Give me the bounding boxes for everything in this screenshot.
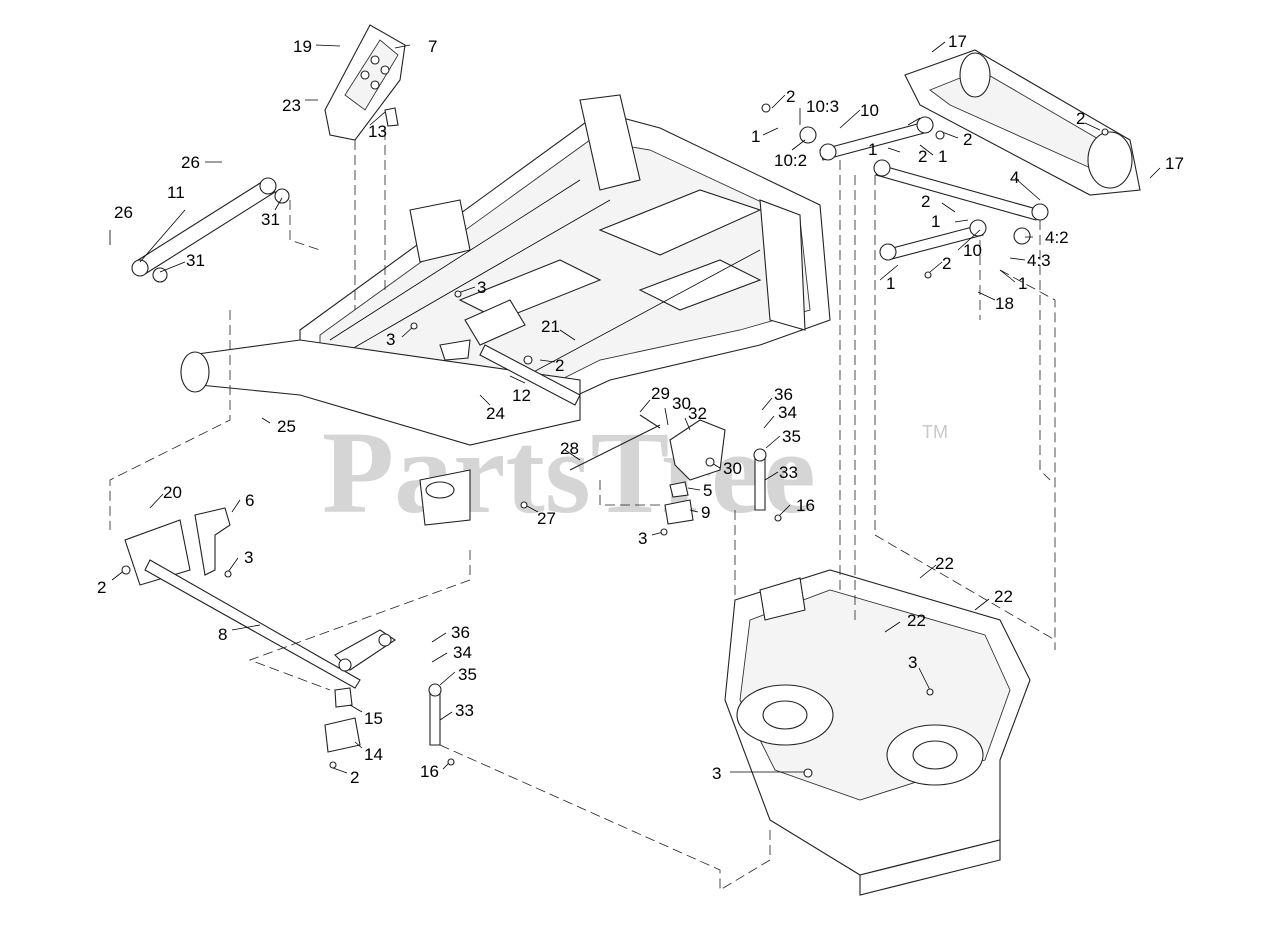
callout-10: 10 [860, 101, 879, 120]
callout-16: 16 [796, 496, 815, 515]
callout-17: 17 [948, 32, 967, 51]
callout-10: 10 [963, 241, 982, 260]
callout-3: 3 [477, 278, 486, 297]
callout-25: 25 [277, 417, 296, 436]
assembly-lines [109, 130, 1056, 891]
callout-3: 3 [386, 330, 395, 349]
callout-1: 1 [1018, 274, 1027, 293]
callout-10-2: 10:2 [774, 151, 807, 170]
callout-20: 20 [163, 483, 182, 502]
callout-34: 34 [453, 643, 472, 662]
callout-2: 2 [963, 130, 972, 149]
callout-15: 15 [364, 709, 383, 728]
callout-2: 2 [921, 192, 930, 211]
callout-35: 35 [782, 427, 801, 446]
callout-19: 19 [293, 37, 312, 56]
callout-4-2: 4:2 [1045, 228, 1069, 247]
callout-3: 3 [638, 529, 647, 548]
callout-1: 1 [886, 274, 895, 293]
callout-2: 2 [1076, 109, 1085, 128]
watermark-text: PartsTree [322, 407, 816, 538]
callout-13: 13 [368, 122, 387, 141]
callout-5: 5 [703, 481, 712, 500]
callout-11: 11 [167, 183, 185, 202]
callout-7: 7 [428, 37, 437, 56]
callout-30: 30 [723, 459, 742, 478]
callout-26: 26 [114, 203, 133, 222]
callout-18: 18 [995, 294, 1014, 313]
left-linkage-assembly [124, 507, 396, 689]
callout-1: 1 [938, 147, 947, 166]
callout-1: 1 [751, 127, 760, 146]
callout-2: 2 [555, 356, 564, 375]
callout-32: 32 [688, 404, 707, 423]
bracket-blocks-left [324, 687, 361, 753]
callout-8: 8 [218, 625, 227, 644]
callout-14: 14 [364, 745, 383, 764]
leader-lines [109, 41, 1161, 774]
callout-31: 31 [186, 251, 205, 270]
callout-26: 26 [181, 153, 200, 172]
callout-3: 3 [244, 548, 253, 567]
callout-2: 2 [918, 147, 927, 166]
callout-3: 3 [908, 653, 917, 672]
callout-9: 9 [701, 503, 710, 522]
callout-2: 2 [350, 768, 359, 787]
callout-4-3: 4:3 [1027, 251, 1051, 270]
callout-1: 1 [931, 212, 940, 231]
callout-36: 36 [774, 385, 793, 404]
callout-4: 4 [1010, 168, 1019, 187]
mower-deck [724, 569, 1031, 896]
callout-22: 22 [907, 611, 926, 630]
callout-10-3: 10:3 [806, 97, 839, 116]
rear-crossmember [904, 49, 1141, 196]
spring-28 [569, 414, 661, 471]
fasteners [121, 103, 1109, 778]
callout-21: 21 [541, 317, 560, 336]
callout-labels: 19 7 23 13 26 11 26 31 31 3 3 21 2 12 24… [97, 32, 1184, 787]
link-arm-11 [131, 177, 290, 283]
callout-2: 2 [786, 87, 795, 106]
callout-33: 33 [455, 701, 474, 720]
callout-27: 27 [537, 509, 556, 528]
callout-30: 30 [672, 394, 691, 413]
control-plate-assembly [324, 24, 406, 141]
callout-3: 3 [712, 764, 721, 783]
callout-22: 22 [994, 587, 1013, 606]
lift-lever-assembly [439, 299, 581, 406]
adjuster-rods [428, 448, 767, 746]
callout-34: 34 [778, 403, 797, 422]
callout-22: 22 [935, 554, 954, 573]
callout-33: 33 [779, 463, 798, 482]
callout-28: 28 [560, 439, 579, 458]
callout-12: 12 [512, 386, 531, 405]
callout-2: 2 [942, 254, 951, 273]
callout-36: 36 [451, 623, 470, 642]
callout-17: 17 [1165, 154, 1184, 173]
front-axle-tube [180, 339, 581, 526]
callout-24: 24 [486, 404, 505, 423]
suspension-arms [799, 116, 1049, 261]
callout-35: 35 [458, 665, 477, 684]
callout-2: 2 [97, 578, 106, 597]
callout-23: 23 [282, 96, 301, 115]
callout-31: 31 [261, 210, 280, 229]
callout-16: 16 [420, 762, 439, 781]
callout-1: 1 [868, 140, 877, 159]
watermark-trademark: TM [922, 422, 948, 442]
callout-6: 6 [245, 491, 254, 510]
callout-29: 29 [651, 384, 670, 403]
